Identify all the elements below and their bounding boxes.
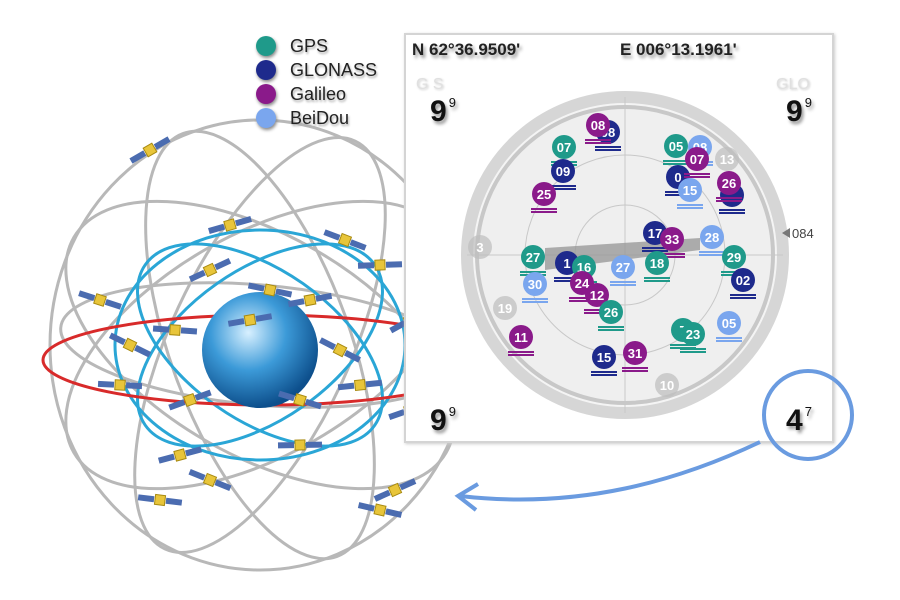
legend-label: GPS [290,35,329,56]
legend-label: GLONASS [290,59,378,80]
satellite-icon [323,229,367,251]
satellite-icon [78,290,122,310]
satellite-icon [157,446,203,464]
satellite-icon [373,478,417,502]
satellite-icon [188,257,232,283]
latitude-readout: N 62°36.9509' [412,40,521,59]
satellite-icon [247,282,293,298]
galileo-dot-icon [256,84,276,104]
satellite-icon [278,390,322,410]
gnss-status-panel [404,33,834,443]
legend-item-galileo: Galileo [256,82,377,106]
legend: GPS GLONASS Galileo BeiDou [256,34,377,130]
legend-item-glonass: GLONASS [256,58,377,82]
satellite-icon [357,259,403,271]
satellite-icon [277,439,323,451]
legend-label: BeiDou [290,107,350,128]
legend-item-beidou: BeiDou [256,106,377,130]
satellite-icon [188,468,232,492]
satellite-icon [287,292,333,308]
satellite-icon [208,216,252,234]
satellite-icon [357,502,403,518]
satellite-icon [337,378,383,392]
satellite-icon [129,136,171,164]
satellite-icon [319,337,361,363]
longitude-readout: E 006°13.1961' [620,40,737,59]
satellite-icon [137,493,183,507]
beidou-dot-icon [256,108,276,128]
satellite-icon [168,389,212,411]
gps-dot-icon [256,36,276,56]
glo-label: GLO [776,76,810,93]
satellite-icon [97,379,143,391]
earth-globe [202,292,318,408]
legend-label: Galileo [290,83,347,104]
legend-item-gps: GPS [256,34,377,58]
gps-label: G S [416,76,444,93]
glonass-dot-icon [256,60,276,80]
satellite-icon [227,313,273,327]
satellite-icon [108,332,152,358]
satellite-icon [152,324,198,336]
